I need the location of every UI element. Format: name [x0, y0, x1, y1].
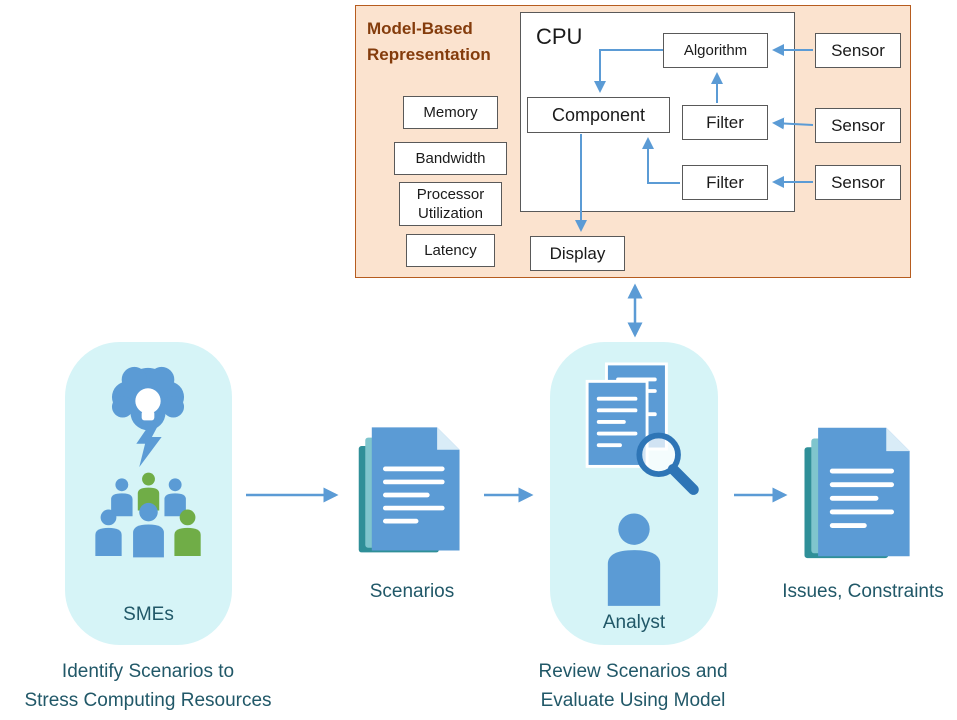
display-node: Display — [530, 236, 625, 271]
people-group-icon — [95, 472, 201, 558]
component-node: Component — [527, 97, 670, 133]
brain-lightbulb-icon — [111, 366, 185, 468]
smes-caption-line2: Stress Computing Resources — [24, 689, 272, 711]
cpu-label: CPU — [536, 24, 583, 49]
smes-card: SMEs — [65, 342, 232, 645]
filter-bottom-node: Filter — [682, 165, 768, 200]
issues-constraints-label: Issues, Constraints — [782, 581, 944, 602]
smes-label: SMEs — [123, 604, 174, 625]
analyst-person-icon — [607, 513, 661, 606]
metric-latency: Latency — [406, 234, 495, 267]
smes-caption: Identify Scenarios to Stress Computing R… — [8, 658, 288, 715]
scenarios-label: Scenarios — [369, 581, 455, 602]
algorithm-node: Algorithm — [663, 33, 768, 68]
metric-bandwidth: Bandwidth — [394, 142, 507, 175]
metric-processor-utilization: Processor Utilization — [399, 182, 502, 226]
smes-caption-line1: Identify Scenarios to — [61, 661, 235, 682]
analyst-caption-line1: Review Scenarios and — [538, 661, 728, 682]
analyst-label: Analyst — [602, 612, 666, 633]
analyst-caption: Review Scenarios and Evaluate Using Mode… — [493, 658, 773, 715]
documents-magnifier-icon — [585, 362, 699, 495]
metric-memory: Memory — [403, 96, 498, 129]
issues-document-stack-icon — [804, 427, 910, 559]
analyst-caption-line2: Evaluate Using Model — [540, 689, 726, 711]
scenarios-document-stack-icon — [358, 427, 460, 553]
model-panel-title: Model-Based Representation — [367, 19, 491, 64]
filter-top-node: Filter — [682, 105, 768, 140]
sensor-node-1: Sensor — [815, 33, 901, 68]
sensor-node-2: Sensor — [815, 108, 901, 143]
analyst-card: Analyst — [550, 342, 718, 645]
sensor-node-3: Sensor — [815, 165, 901, 200]
